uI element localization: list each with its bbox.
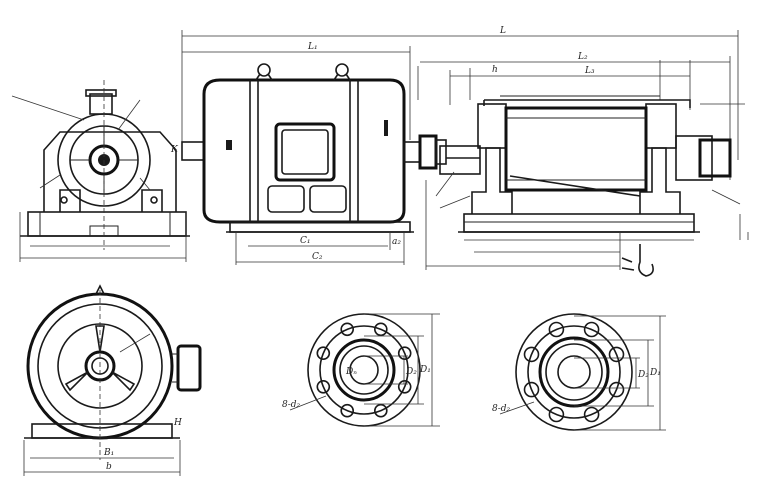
bolt-hole (523, 381, 540, 398)
flange1-holes-label: 8-d₂ (282, 400, 301, 410)
flange1-D2-label: D₂ (405, 367, 417, 377)
bolt-hole (397, 379, 412, 394)
dim-L-label: L (499, 26, 506, 36)
dim-C1-label: C₁ (300, 236, 311, 246)
flange-view-1-dims (289, 313, 440, 427)
bolt-hole (373, 403, 388, 418)
flange2-D1-label: D₁ (649, 368, 661, 378)
bolt-hole (397, 346, 412, 361)
dim-L3-label: L₃ (584, 66, 595, 76)
bolt-hole (583, 321, 600, 338)
dim-H-label: H (173, 418, 182, 428)
dim-L2-label: L₂ (577, 52, 588, 62)
overall-dimension-lines (181, 30, 739, 180)
bolt-hole (316, 346, 331, 361)
flange-view-1 (307, 313, 421, 427)
dim-b-label: b (106, 462, 112, 472)
flange-view-2 (515, 313, 633, 431)
flange1-Dn-label: Dₙ (345, 367, 357, 377)
motor-side-view (181, 63, 447, 265)
bolt-hole (548, 406, 565, 423)
dim-a2-label: a₂ (392, 237, 401, 247)
bolt-hole (523, 346, 540, 363)
bolt-hole (316, 379, 331, 394)
flange-2-bolt-holes (523, 321, 625, 423)
flange2-D2-label: D₂ (637, 370, 649, 380)
bolt-hole (583, 406, 600, 423)
bolt-hole (548, 321, 565, 338)
pump-side-view (425, 95, 749, 277)
motor-end-view (23, 284, 202, 476)
bolt-hole (340, 403, 355, 418)
pump-end-view (11, 80, 190, 262)
dim-h-label: h (492, 65, 498, 75)
bolt-hole (608, 346, 625, 363)
flange1-D1-label: D₁ (419, 365, 431, 375)
flange2-holes-label: 8-d₂ (492, 404, 511, 414)
bolt-hole (340, 322, 355, 337)
flange-view-2-dims (499, 315, 666, 431)
bolt-hole (608, 381, 625, 398)
bolt-hole (373, 322, 388, 337)
dim-C2-label: C₂ (312, 252, 323, 262)
dim-K-label: K (170, 145, 179, 155)
dim-B1-label: B₁ (103, 448, 114, 458)
flange-1-bolt-holes (316, 322, 412, 418)
dim-L1-label: L₁ (307, 42, 318, 52)
